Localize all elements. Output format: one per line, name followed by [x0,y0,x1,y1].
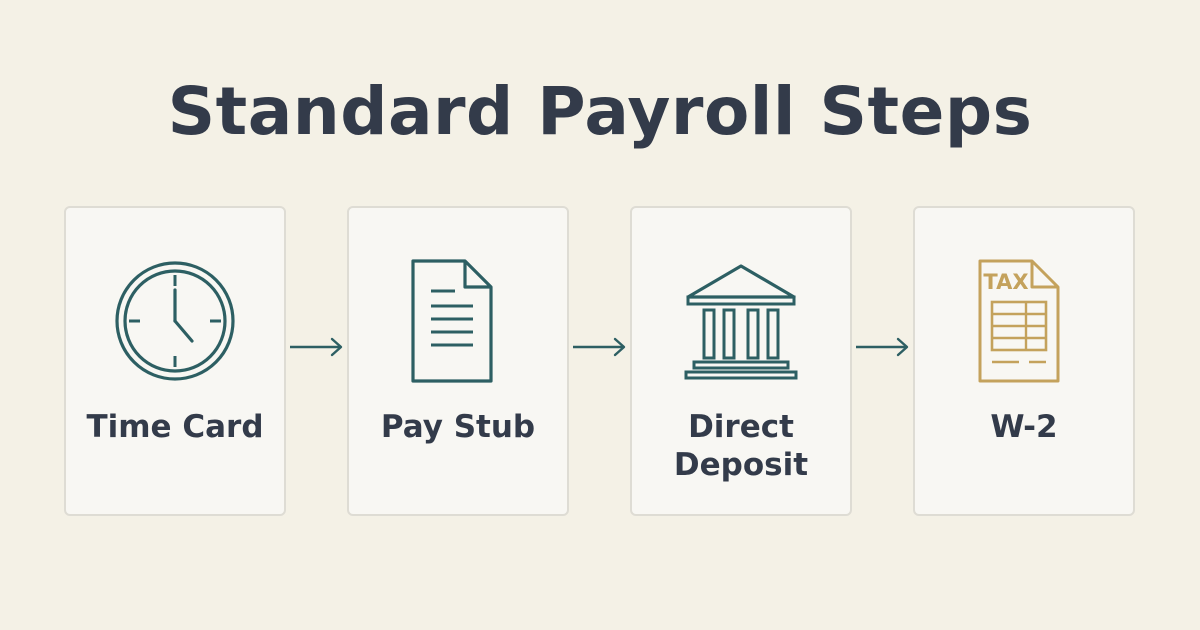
tax-form-icon: TAX [959,256,1089,386]
arrow-right-icon [573,337,626,357]
step-card-pay-stub: Pay Stub [347,206,569,516]
step-label: Pay Stub [380,409,536,445]
step-card-direct-deposit: Direct Deposit [630,206,852,516]
tax-icon-text: TAX [983,270,1028,294]
arrow-right-icon [856,337,909,357]
step-card-w2: TAX W-2 [913,206,1135,516]
arrow-right-icon [290,337,343,357]
clock-icon [110,256,240,386]
step-label: Direct Deposit [632,408,850,484]
step-card-time-card: Time Card [64,206,286,516]
step-label-line: Direct [688,409,794,445]
page-title: Standard Payroll Steps [167,73,1033,150]
document-icon [393,256,523,386]
bank-icon [676,256,806,386]
step-label-line: Deposit [673,447,809,483]
step-label: W-2 [990,409,1058,445]
step-label: Time Card [86,409,264,445]
